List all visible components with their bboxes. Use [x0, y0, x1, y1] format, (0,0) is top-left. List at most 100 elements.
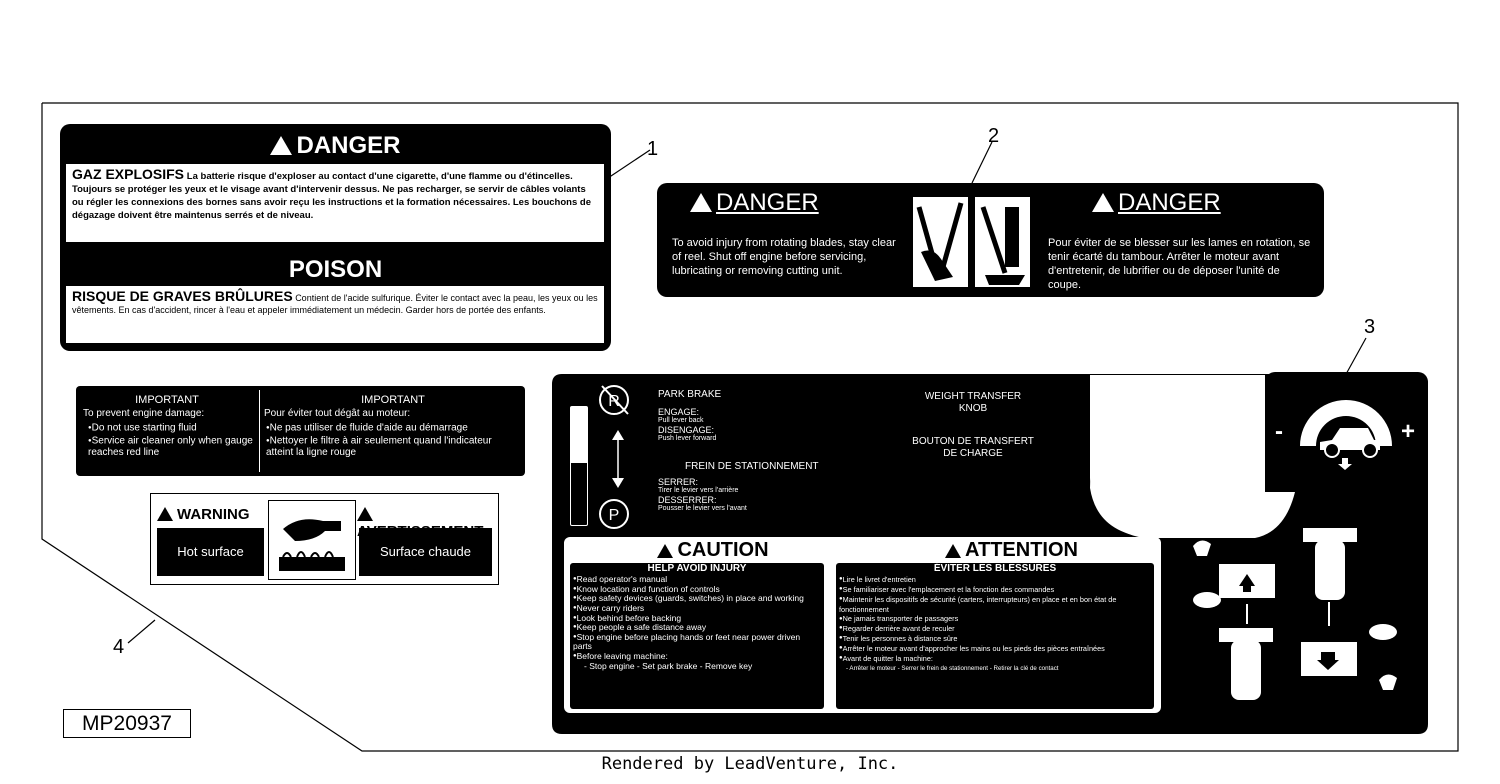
- speed-control-pictograms: [1193, 528, 1397, 700]
- pull-lever-text: Pull lever back: [658, 417, 704, 424]
- warning-triangle-icon: [1092, 193, 1114, 212]
- rabbit-icon: [1379, 674, 1397, 690]
- bouton-transfert-label: BOUTON DE TRANSFERT DE CHARGE: [912, 436, 1034, 459]
- list-item: Stop engine before placing hands or feet…: [573, 632, 821, 652]
- push-lever-text: Push lever forward: [658, 435, 717, 442]
- list-item: Service air cleaner only when gauge reac…: [88, 435, 258, 460]
- important-list-fr: Ne pas utiliser de fluide d'aide au déma…: [266, 422, 521, 459]
- list-item: Avant de quitter la machine:: [839, 654, 1151, 664]
- park-brake-text: PARK BRAKE ENGAGE: Pull lever back DISEN…: [658, 389, 858, 443]
- list-item: Keep safety devices (guards, switches) i…: [573, 594, 821, 604]
- attention-list: Lire le livret d'entretien Se familiaris…: [836, 575, 1154, 664]
- help-avoid-injury: HELP AVOID INJURY: [647, 563, 747, 574]
- rabbit-icon: [1193, 540, 1211, 556]
- down-arrow-icon: [1317, 652, 1339, 670]
- danger-header: DANGER: [60, 132, 611, 160]
- engine-important-decal: IMPORTANT To prevent engine damage: Do n…: [76, 386, 525, 476]
- warning-triangle-icon: [690, 193, 712, 212]
- disengage-label: DISENGAGE:: [658, 425, 715, 435]
- hot-pictogram: [268, 500, 356, 580]
- frein-text: SERRER: Tirer le levier vers l'arrière D…: [658, 477, 858, 513]
- attention-header: ATTENTION: [862, 539, 1161, 562]
- warning-triangle-icon: [157, 507, 173, 521]
- gaz-title: GAZ EXPLOSIFS: [72, 166, 185, 182]
- up-arrow-icon: [1239, 574, 1255, 592]
- turtle-icon: [1369, 624, 1397, 640]
- turtle-icon: [1193, 592, 1221, 608]
- warning-triangle-icon: [945, 544, 962, 558]
- tirer-text: Tirer le levier vers l'arrière: [658, 487, 739, 494]
- poison-header: POISON: [288, 256, 383, 283]
- list-item: Se familiariser avec l'emplacement et la…: [839, 585, 1151, 595]
- list-item: Ne jamais transporter de passagers: [839, 614, 1151, 624]
- explosive-gas-panel: GAZ EXPLOSIFS La batterie risque d'explo…: [66, 164, 604, 242]
- blade-guard-icon: [980, 206, 1025, 285]
- list-item: Lire le livret d'entretien: [839, 575, 1151, 585]
- right-danger-text: Pour éviter de se blesser sur les lames …: [1048, 237, 1311, 291]
- footer-credit: Rendered by LeadVenture, Inc.: [601, 754, 899, 774]
- list-item: Keep people a safe distance away: [573, 623, 821, 633]
- leader-line-4: [127, 619, 156, 644]
- list-item: Look behind before backing: [573, 613, 821, 624]
- eviter-blessures: ÉVITER LES BLESSURES: [933, 563, 1057, 574]
- important-sub-en: To prevent engine damage:: [83, 408, 205, 419]
- caution-header: CAUTION: [564, 539, 862, 562]
- list-item: Never carry riders: [573, 603, 821, 614]
- weight-transfer-dial-graphic: [1300, 400, 1392, 470]
- list-item: Do not use starting fluid: [88, 422, 258, 435]
- park-brake-title: PARK BRAKE: [658, 389, 722, 400]
- warning-label: WARNING: [157, 506, 250, 523]
- pousser-text: Pousser le levier vers l'avant: [658, 505, 747, 512]
- hot-en-panel: Hot surface: [157, 528, 264, 576]
- caution-box: HELP AVOID INJURY Read operator's manual…: [570, 563, 824, 709]
- svg-text:R: R: [608, 393, 620, 410]
- hot-fr-panel: Surface chaude: [359, 528, 492, 576]
- caution-list: Read operator's manual Know location and…: [570, 574, 824, 662]
- desserrer-label: DESSERRER:: [658, 495, 717, 505]
- park-brake-symbols: R P: [599, 385, 629, 529]
- warning-triangle-icon: [357, 507, 373, 521]
- caution-last-line: - Stop engine - Set park brake - Remove …: [584, 660, 753, 671]
- engage-label: ENGAGE:: [658, 407, 700, 417]
- list-item: Ne pas utiliser de fluide d'aide au déma…: [266, 422, 521, 435]
- important-title-fr: IMPORTANT: [361, 394, 425, 406]
- burn-text: Contient de l'acide sulfurique. Éviter l…: [72, 293, 598, 315]
- callout-1: 1: [647, 138, 659, 160]
- list-item: Before leaving machine:: [573, 651, 821, 662]
- park-brake-lever-graphic: [570, 406, 588, 526]
- frein-title: FREIN DE STATIONNEMENT: [685, 461, 819, 472]
- list-item: Nettoyer le filtre à air seulement quand…: [266, 435, 521, 460]
- callout-4: 4: [113, 636, 125, 658]
- callout-2: 2: [988, 125, 1000, 147]
- knob-notch: [1090, 375, 1265, 538]
- serrer-label: SERRER:: [658, 477, 699, 487]
- plus-label: +: [1401, 418, 1416, 445]
- part-number-box: MP20937: [63, 709, 191, 738]
- warning-triangle-icon: [270, 136, 293, 155]
- attention-last-line: - Arrêter le moteur - Serrer le frein de…: [846, 664, 1059, 672]
- left-danger-text: To avoid injury from rotating blades, st…: [672, 237, 896, 277]
- weight-transfer-label: WEIGHT TRANSFER KNOB: [924, 391, 1022, 414]
- leader-line-3: [1344, 337, 1367, 377]
- right-danger-header: DANGER: [1092, 189, 1312, 217]
- burn-title: RISQUE DE GRAVES BRÛLURES: [72, 288, 293, 304]
- list-item: Regarder derrière avant de reculer: [839, 624, 1151, 634]
- minus-label: -: [1275, 418, 1283, 445]
- leader-line-1: [604, 149, 651, 181]
- list-item: Arrêter le moteur avant d'approcher les …: [839, 644, 1151, 654]
- list-item: Maintenir les dispositifs de sécurité (c…: [839, 595, 1151, 614]
- gaz-text: La batterie risque d'exploser au contact…: [72, 171, 591, 221]
- warning-triangle-icon: [657, 544, 674, 558]
- list-item: Read operator's manual: [573, 574, 821, 585]
- burn-risk-panel: RISQUE DE GRAVES BRÛLURES Contient de l'…: [66, 286, 604, 343]
- hot-surface-hand-icon: [279, 519, 345, 571]
- callout-3: 3: [1364, 316, 1376, 338]
- svg-text:P: P: [609, 507, 620, 524]
- caution-attention-panel: CAUTION HELP AVOID INJURY Read operator'…: [564, 537, 1161, 713]
- hot-surface-decal: WARNING Hot surface AVERTISSEMENT Surfac…: [150, 493, 499, 585]
- hand-in-blades-icon: [916, 202, 964, 281]
- list-item: Tenir les personnes à distance sûre: [839, 634, 1151, 644]
- left-danger-header: DANGER: [690, 189, 910, 217]
- attention-box: ÉVITER LES BLESSURES Lire le livret d'en…: [836, 563, 1154, 709]
